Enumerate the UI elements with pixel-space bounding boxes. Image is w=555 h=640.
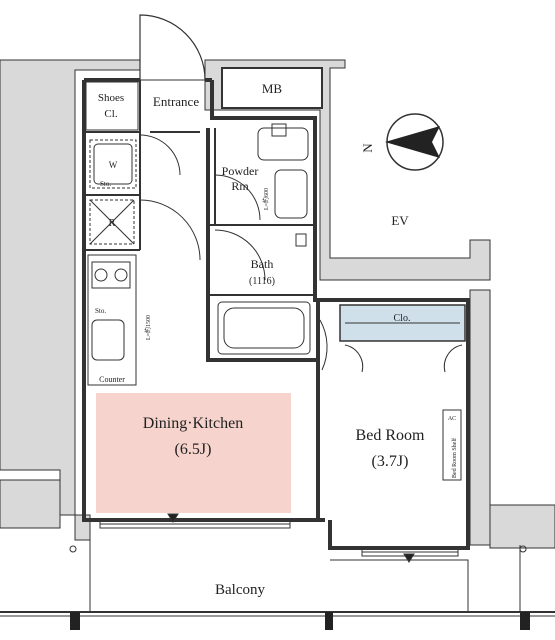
- shelf-label-2: Sto.: [95, 307, 106, 315]
- svg-text:R: R: [109, 218, 116, 229]
- partitions: [84, 80, 315, 296]
- kitchen-note: L=約1500: [144, 315, 152, 340]
- balcony-label: Balcony: [215, 582, 265, 598]
- windows: [99, 513, 459, 563]
- unit-walls: [82, 78, 470, 550]
- powder-note: L=約600: [262, 188, 270, 210]
- kitchen-counter: Sto. L=約1500 Counter: [87, 254, 152, 386]
- wm-label: W: [109, 160, 118, 170]
- shoes-cl-label-1: Shoes: [98, 92, 124, 104]
- door-swing-2[interactable]: [139, 199, 201, 261]
- ev-label: EV: [391, 213, 409, 228]
- entrance-label: Entrance: [153, 94, 199, 109]
- bedroom-closet: Clo.: [339, 304, 466, 373]
- shelf-label-1: Sto.: [100, 180, 111, 188]
- powder-label-2: Rm: [231, 179, 249, 193]
- powder-label-1: Powder: [222, 164, 259, 178]
- bed-side-tag: AC: [448, 416, 456, 422]
- bed-side-note: Bed Room Shelf: [451, 438, 458, 478]
- dining-kitchen-label: Dining·Kitchen: [143, 415, 243, 432]
- entrance-door[interactable]: [139, 14, 206, 81]
- bedroom: Bed Room (3.7J) AC Bed Room Shelf: [319, 319, 462, 481]
- mb-label: MB: [262, 81, 283, 96]
- closet-label: Clo.: [394, 313, 411, 324]
- bed-room-label: Bed Room: [356, 427, 425, 444]
- shoes-closet: Shoes Cl.: [85, 81, 139, 131]
- balcony: Balcony: [0, 540, 555, 630]
- mb-box: MB: [221, 67, 323, 109]
- compass-n-label: N: [360, 143, 375, 153]
- bath-size: (1116): [249, 276, 275, 287]
- counter-label: Counter: [99, 375, 125, 384]
- bed-room-size: (3.7J): [372, 453, 409, 470]
- refrigerator-space: R: [89, 199, 135, 245]
- door-swing-1[interactable]: [139, 134, 181, 176]
- shoes-cl-label-2: Cl.: [104, 108, 117, 120]
- compass-icon: N: [360, 113, 444, 171]
- washing-machine-space: W Sto.: [89, 139, 137, 189]
- dining-kitchen-room: Dining·Kitchen (6.5J): [96, 393, 291, 513]
- bathroom: Bath (1116): [214, 229, 311, 355]
- powder-room: Powder Rm L=約600: [214, 123, 309, 221]
- bath-label: Bath: [251, 257, 274, 271]
- dining-kitchen-size: (6.5J): [175, 441, 212, 458]
